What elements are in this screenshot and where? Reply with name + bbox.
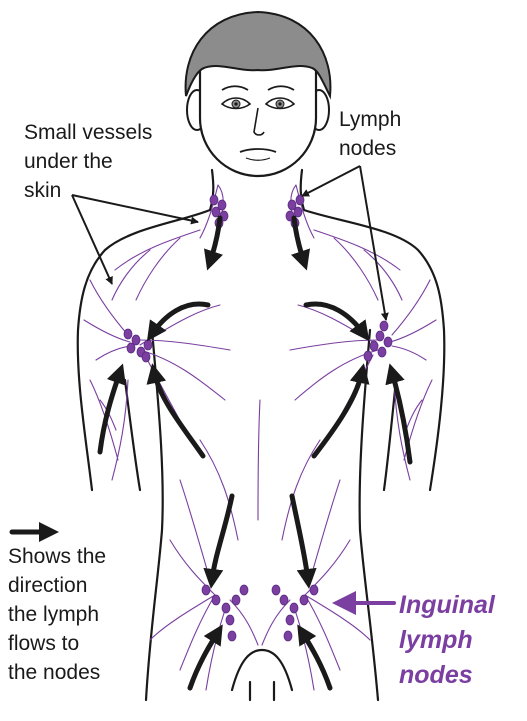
neck-node (212, 207, 220, 217)
flow-arrow (302, 632, 330, 688)
pointer-nodes-neck (302, 166, 360, 196)
flow-arrow (190, 632, 218, 688)
pointer-nodes-axilla (360, 166, 386, 320)
label-lymph-nodes: Lymph nodes (339, 108, 407, 160)
neck-node (294, 207, 302, 217)
axillary-node (142, 352, 150, 362)
flow-arrow (292, 496, 308, 580)
inguinal-node (310, 585, 318, 595)
inguinal-node (272, 585, 280, 595)
inguinal-node (300, 595, 308, 605)
axillary-node (124, 329, 132, 339)
legend-text: Shows the direction the lymph flows to t… (8, 545, 112, 684)
lymph-vessels (84, 185, 436, 690)
inguinal-node (202, 585, 210, 595)
axillary-node (376, 331, 384, 341)
flow-arrows (100, 218, 410, 688)
inguinal-node (286, 615, 294, 625)
axillary-node (380, 321, 388, 331)
inguinal-node (212, 595, 220, 605)
inguinal-node (290, 603, 298, 613)
axillary-node (370, 341, 378, 351)
inguinal-node (232, 595, 240, 605)
lymph-nodes (124, 195, 392, 641)
label-inguinal: Inguinal lymph nodes (399, 591, 502, 689)
head (186, 12, 331, 176)
inguinal-node (222, 603, 230, 613)
axillary-node (364, 351, 372, 361)
axillary-node (144, 340, 152, 350)
axillary-node (384, 337, 392, 347)
inguinal-node (228, 631, 236, 641)
inguinal-node (284, 631, 292, 641)
flow-arrow (212, 496, 232, 580)
axillary-node (378, 347, 386, 357)
flow-arrow (152, 304, 208, 334)
label-vessels: Small vessels under the skin (24, 121, 158, 202)
inguinal-node (280, 595, 288, 605)
inguinal-node (240, 585, 248, 595)
body-outline (78, 170, 445, 700)
inguinal-node (226, 615, 234, 625)
flow-arrow (392, 372, 410, 462)
pointer-vessels-neck (72, 195, 198, 222)
neck-node (210, 195, 218, 205)
axillary-node (127, 343, 135, 353)
flow-arrow (314, 372, 362, 456)
flow-arrow (306, 304, 364, 334)
